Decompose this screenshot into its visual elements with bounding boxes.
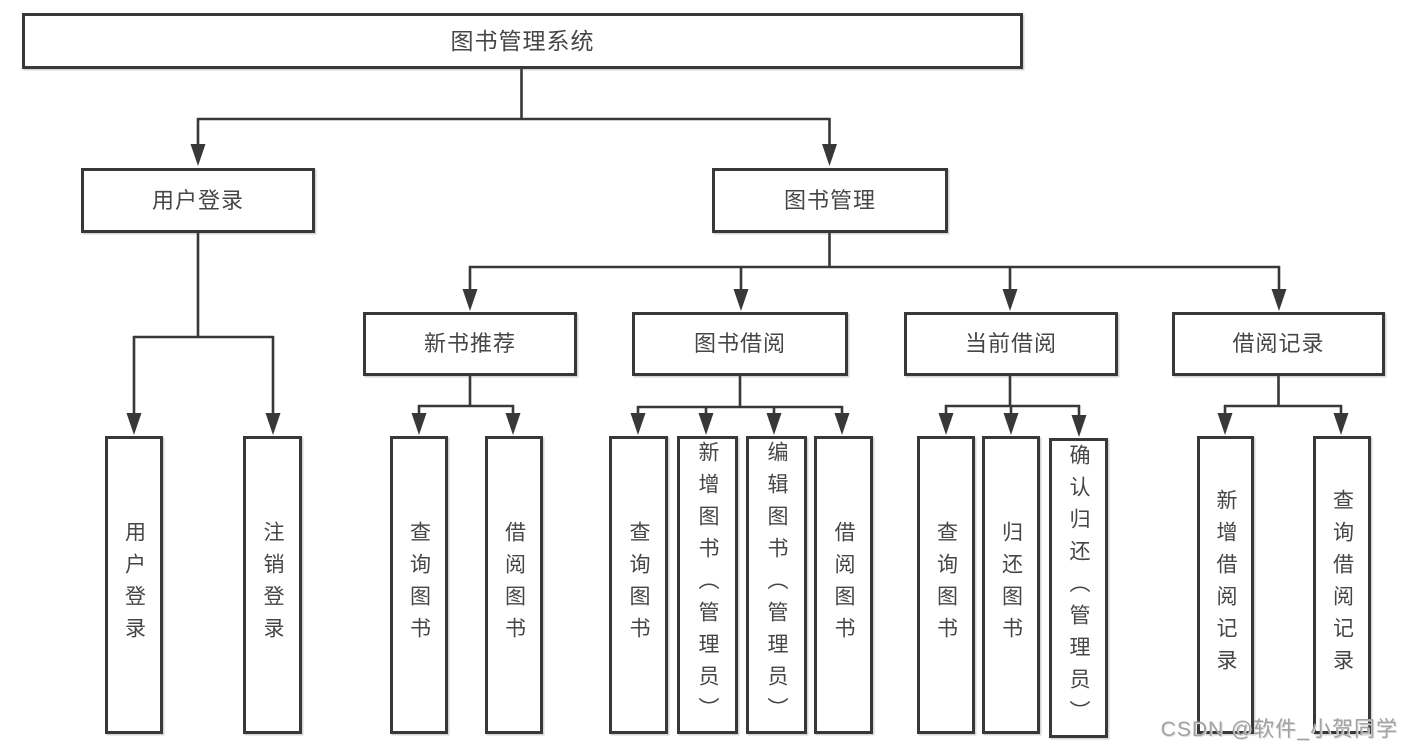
node-user-login: 用户登录 [81, 168, 315, 233]
leaf-label: 查询图书 [407, 521, 431, 649]
watermark: CSDN @软件_小贺同学 [1160, 718, 1398, 741]
leaf-label: 用户登录 [122, 521, 146, 649]
leaf-confirm-return-admin: 确认归还（管理员） [1049, 438, 1108, 738]
node-borrowing-records: 借阅记录 [1172, 312, 1385, 376]
leaf-label: 归还图书 [999, 521, 1023, 649]
arrow-down-icon [1271, 289, 1287, 311]
leaf-label: 新增图书（管理员） [696, 441, 719, 729]
leaf-label: 借阅图书 [502, 521, 526, 649]
leaf-logout: 注销登录 [243, 436, 302, 734]
leaf-add-borrow-record: 新增借阅记录 [1197, 436, 1254, 734]
leaf-label: 编辑图书（管理员） [765, 441, 788, 729]
node-label: 图书借阅 [693, 331, 786, 356]
arrow-down-icon [938, 413, 954, 435]
arrow-down-icon [462, 289, 478, 311]
node-current-borrowing: 当前借阅 [904, 312, 1118, 376]
arrow-down-icons [126, 144, 1349, 437]
arrow-down-icon [733, 289, 749, 311]
arrow-down-icon [630, 413, 646, 435]
leaf-label: 注销登录 [261, 521, 284, 649]
node-book-borrowing: 图书借阅 [632, 312, 848, 376]
leaf-return-book: 归还图书 [982, 436, 1040, 734]
node-library-management-system: 图书管理系统 [22, 13, 1023, 69]
leaf-label: 查询图书 [934, 521, 958, 649]
leaf-query-books-borrow: 查询图书 [609, 436, 668, 734]
leaf-label: 借阅图书 [832, 521, 855, 649]
arrow-down-icon [411, 413, 427, 435]
arrow-down-icon [766, 413, 782, 435]
arrow-down-icon [1002, 289, 1018, 311]
arrow-down-icon [505, 413, 521, 435]
arrow-down-icon [834, 413, 850, 435]
node-label: 图书管理系统 [450, 27, 595, 54]
leaf-borrow-books-newbook: 借阅图书 [485, 436, 543, 734]
connector-paths [132, 69, 1343, 419]
arrow-down-icon [698, 413, 714, 435]
arrow-down-icon [1003, 413, 1019, 435]
leaf-add-book-admin: 新增图书（管理员） [677, 436, 738, 734]
arrow-down-icon [190, 144, 206, 166]
arrow-down-icon [126, 413, 142, 435]
leaf-label: 查询图书 [627, 521, 650, 649]
node-label: 新书推荐 [423, 331, 516, 356]
leaf-edit-book-admin: 编辑图书（管理员） [746, 436, 807, 734]
leaf-query-books-newbook: 查询图书 [390, 436, 448, 734]
leaf-query-books-current: 查询图书 [917, 436, 975, 734]
leaf-label: 查询借阅记录 [1330, 489, 1354, 681]
arrow-down-icon [1071, 415, 1087, 437]
node-book-management: 图书管理 [712, 168, 948, 233]
leaf-user-login: 用户登录 [105, 436, 163, 734]
node-label: 当前借阅 [964, 331, 1057, 356]
arrow-down-icon [265, 413, 281, 435]
node-new-book-recommendation: 新书推荐 [363, 312, 577, 376]
leaf-query-borrow-record: 查询借阅记录 [1313, 436, 1371, 734]
arrow-down-icon [1217, 413, 1233, 435]
arrow-down-icon [822, 144, 837, 166]
leaf-label: 新增借阅记录 [1214, 489, 1237, 681]
leaf-borrow-books: 借阅图书 [814, 436, 873, 734]
arrow-down-icon [1333, 413, 1349, 435]
node-label: 图书管理 [783, 187, 876, 213]
leaf-label: 确认归还（管理员） [1067, 444, 1090, 732]
node-label: 借阅记录 [1232, 331, 1325, 356]
node-label: 用户登录 [151, 187, 244, 213]
